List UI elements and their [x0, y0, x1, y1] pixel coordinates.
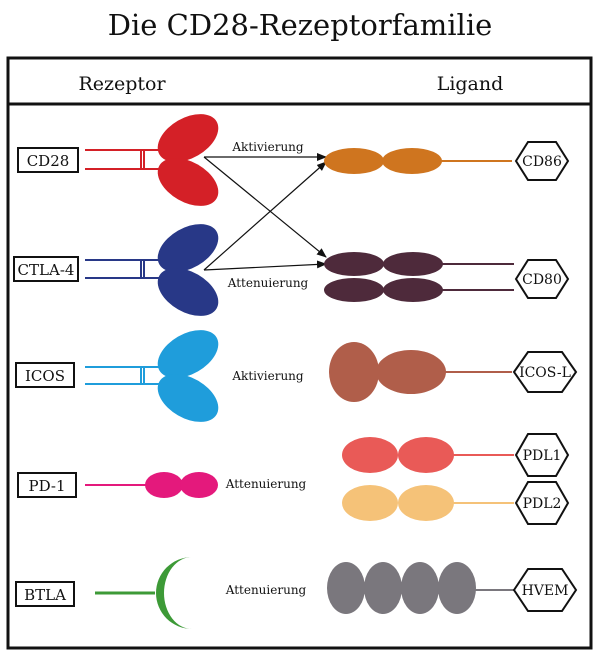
- ligand-hexagon-pdl1: [514, 433, 570, 477]
- ligand-pdl2: PDL2: [342, 481, 570, 525]
- arrow-cd28-to-cd80: [203, 156, 327, 258]
- pd1-domain-1: [145, 472, 183, 498]
- receptor-label-ctla4: CTLA-4: [18, 261, 75, 279]
- ligand-cd86: CD86: [324, 141, 570, 181]
- ligand-hexagon-icosl: [512, 351, 578, 393]
- ligand-label-icosl: ICOS-L: [519, 365, 571, 381]
- cd86-domain-1: [324, 148, 384, 174]
- hvem-domain-3: [401, 562, 439, 614]
- cd28-domain-lower: [157, 158, 219, 206]
- pdl1-domain-2: [398, 437, 454, 473]
- arrow-ctla4-to-cd86: [203, 161, 327, 271]
- receptor-label-box-btla: [15, 581, 75, 607]
- ligand-label-hvem: HVEM: [522, 583, 569, 599]
- ligand-label-cd80: CD80: [522, 272, 562, 288]
- ligand-cd80: CD80: [324, 252, 570, 302]
- ctla4-stalk: [85, 259, 162, 279]
- interaction-label-icos: Aktivierung: [231, 369, 304, 383]
- ligand-hexagon-hvem: [512, 568, 578, 612]
- ligand-column-header: Ligand: [437, 73, 504, 95]
- receptor-label-icos: ICOS: [25, 367, 65, 385]
- icosl-domain-2: [376, 350, 446, 394]
- hvem-domain-4: [438, 562, 476, 614]
- pdl1-domain-1: [342, 437, 398, 473]
- hvem-domain-1: [327, 562, 365, 614]
- icosl-domain-1: [329, 342, 379, 402]
- receptor-label-btla: BTLA: [24, 586, 66, 604]
- cd80-domain-4: [383, 278, 443, 302]
- cd28-stalk: [85, 149, 162, 170]
- cd80-domain-3: [324, 278, 384, 302]
- ctla4-domain-upper: [157, 224, 219, 272]
- icos-stalk: [85, 366, 162, 385]
- interaction-label-cd28: Aktivierung: [231, 140, 304, 154]
- receptor-label-cd28: CD28: [27, 152, 70, 170]
- ligand-label-cd86: CD86: [522, 154, 562, 170]
- ligand-icosl: ICOS-L: [329, 342, 578, 402]
- receptor-label-box-pd1: [17, 472, 77, 498]
- pdl2-domain-2: [398, 485, 454, 521]
- receptor-pd1: PD-1: [17, 472, 218, 498]
- ligand-label-pdl1: PDL1: [523, 448, 562, 464]
- receptor-btla: BTLA: [15, 557, 192, 629]
- btla-crescent-domain: [156, 557, 192, 629]
- ligand-label-pdl2: PDL2: [523, 496, 562, 512]
- ligand-pdl1: PDL1: [342, 433, 570, 477]
- icos-domain-upper: [157, 330, 219, 378]
- diagram-frame: [6, 56, 593, 650]
- hvem-domain-2: [364, 562, 402, 614]
- receptor-ctla4: CTLA-4: [13, 224, 219, 316]
- ligand-hexagon-pdl2: [514, 481, 570, 525]
- ligand-hexagon-cd86: [514, 141, 570, 181]
- ctla4-domain-lower: [157, 268, 219, 316]
- ligand-hvem: HVEM: [327, 562, 578, 614]
- diagram-title: Die CD28-Rezeptorfamilie: [107, 8, 493, 42]
- cd80-domain-1: [324, 252, 384, 276]
- interaction-label-ctla4: Attenuierung: [227, 276, 309, 290]
- receptor-label-pd1: PD-1: [28, 477, 65, 495]
- icos-domain-lower: [157, 374, 219, 422]
- pd1-domain-2: [180, 472, 218, 498]
- arrow-ctla4-to-cd80: [203, 260, 327, 271]
- interaction-label-pd1: Attenuierung: [225, 477, 307, 491]
- receptor-icos: ICOS: [15, 330, 219, 422]
- cd86-domain-2: [382, 148, 442, 174]
- receptor-label-box-icos: [15, 362, 75, 388]
- receptor-column-header: Rezeptor: [78, 73, 166, 95]
- ligand-hexagon-cd80: [514, 259, 570, 299]
- receptor-label-box-cd28: [17, 147, 79, 173]
- cd80-domain-2: [383, 252, 443, 276]
- pdl2-domain-1: [342, 485, 398, 521]
- receptor-cd28: CD28: [17, 114, 219, 206]
- interaction-label-btla: Attenuierung: [225, 583, 307, 597]
- cd28-domain-upper: [157, 114, 219, 162]
- interaction-arrows: [203, 153, 327, 271]
- receptor-label-box-ctla4: [13, 256, 79, 282]
